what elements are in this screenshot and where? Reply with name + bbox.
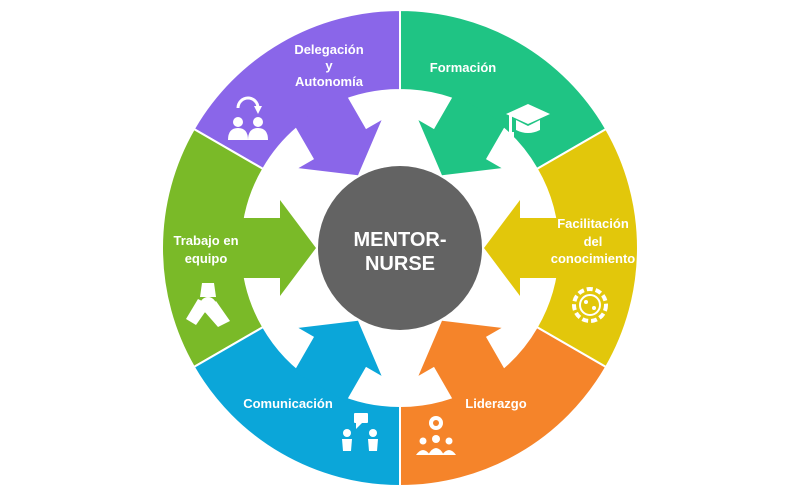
arrow-comunicacion [294, 320, 382, 402]
segments-layer [161, 8, 639, 488]
hands-together-icon [186, 283, 230, 327]
graduation-cap-icon [506, 104, 550, 140]
arrow-delegacion [294, 94, 382, 176]
center-label-line2: NURSE [365, 253, 435, 275]
arrow-facilitacion [484, 200, 560, 296]
label-delegacion-1: Delegación [294, 42, 363, 57]
label-liderazgo: Liderazgo [465, 396, 526, 411]
leader-group-icon [416, 416, 456, 455]
arrow-liderazgo [418, 320, 506, 402]
label-facilitacion-2: del [584, 234, 603, 249]
arrow-trabajo [240, 200, 316, 296]
knowledge-flower-icon [572, 287, 608, 323]
label-facilitacion-1: Facilitación [557, 216, 629, 231]
label-facilitacion-3: conocimiento [551, 251, 636, 266]
segment-facilitacion [535, 127, 639, 369]
people-swap-icon [228, 96, 268, 140]
people-talking-icon [342, 413, 378, 451]
label-formacion: Formación [430, 60, 497, 75]
label-delegacion-2: y [325, 58, 333, 73]
center-label-line1: MENTOR- [354, 229, 447, 251]
label-trabajo-2: equipo [185, 251, 228, 266]
label-trabajo-1: Trabajo en [173, 233, 238, 248]
center-circle [318, 166, 482, 330]
arrow-formacion [418, 94, 506, 176]
label-delegacion-3: Autonomía [295, 74, 364, 89]
label-comunicacion: Comunicación [243, 396, 333, 411]
